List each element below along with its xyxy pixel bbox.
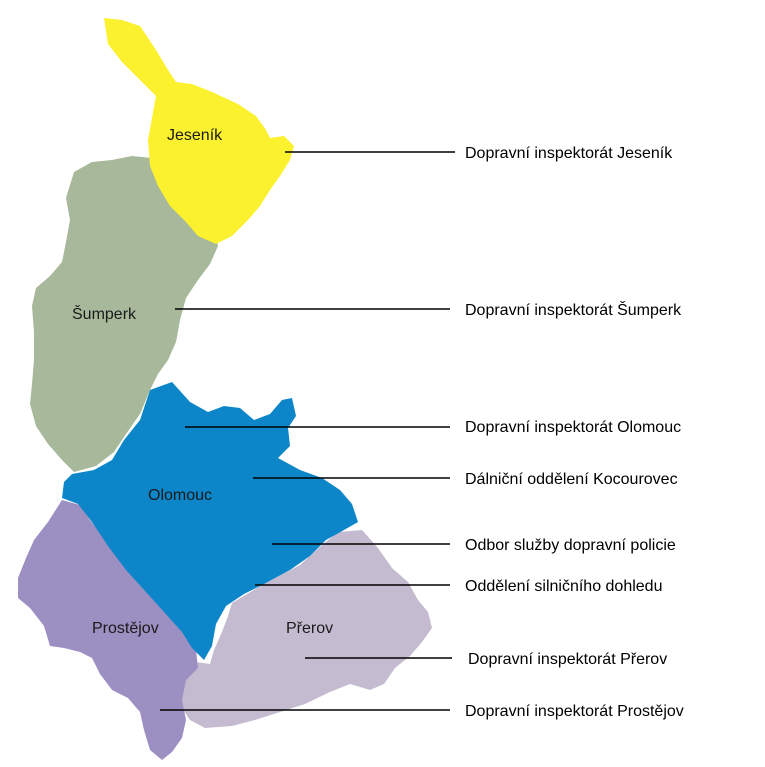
region-prostejov[interactable] [18, 500, 198, 760]
region-label-jesenik: Jeseník [167, 127, 223, 144]
callout-di-prostejov: Dopravní inspektorát Prostějov [465, 703, 684, 720]
region-label-prostejov: Prostějov [92, 620, 159, 637]
callout-oddeleni-silnicniho-dohledu: Oddělení silničního dohledu [465, 578, 662, 595]
region-jesenik[interactable] [104, 18, 294, 244]
region-olomouc[interactable] [62, 382, 358, 660]
callout-dalnicni-oddeleni: Dálniční oddělení Kocourovec [465, 471, 678, 488]
callout-di-prerov: Dopravní inspektorát Přerov [468, 651, 667, 668]
callout-di-olomouc: Dopravní inspektorát Olomouc [465, 419, 681, 436]
callout-odbor-sluzby: Odbor služby dopravní policie [465, 537, 676, 554]
region-label-sumperk: Šumperk [72, 304, 137, 323]
region-label-olomouc: Olomouc [148, 487, 212, 504]
callout-di-sumperk: Dopravní inspektorát Šumperk [465, 300, 682, 319]
region-label-prerov: Přerov [286, 620, 333, 637]
callout-di-jesenik: Dopravní inspektorát Jeseník [465, 145, 673, 162]
region-sumperk[interactable] [30, 156, 218, 472]
region-prerov[interactable] [180, 530, 432, 728]
